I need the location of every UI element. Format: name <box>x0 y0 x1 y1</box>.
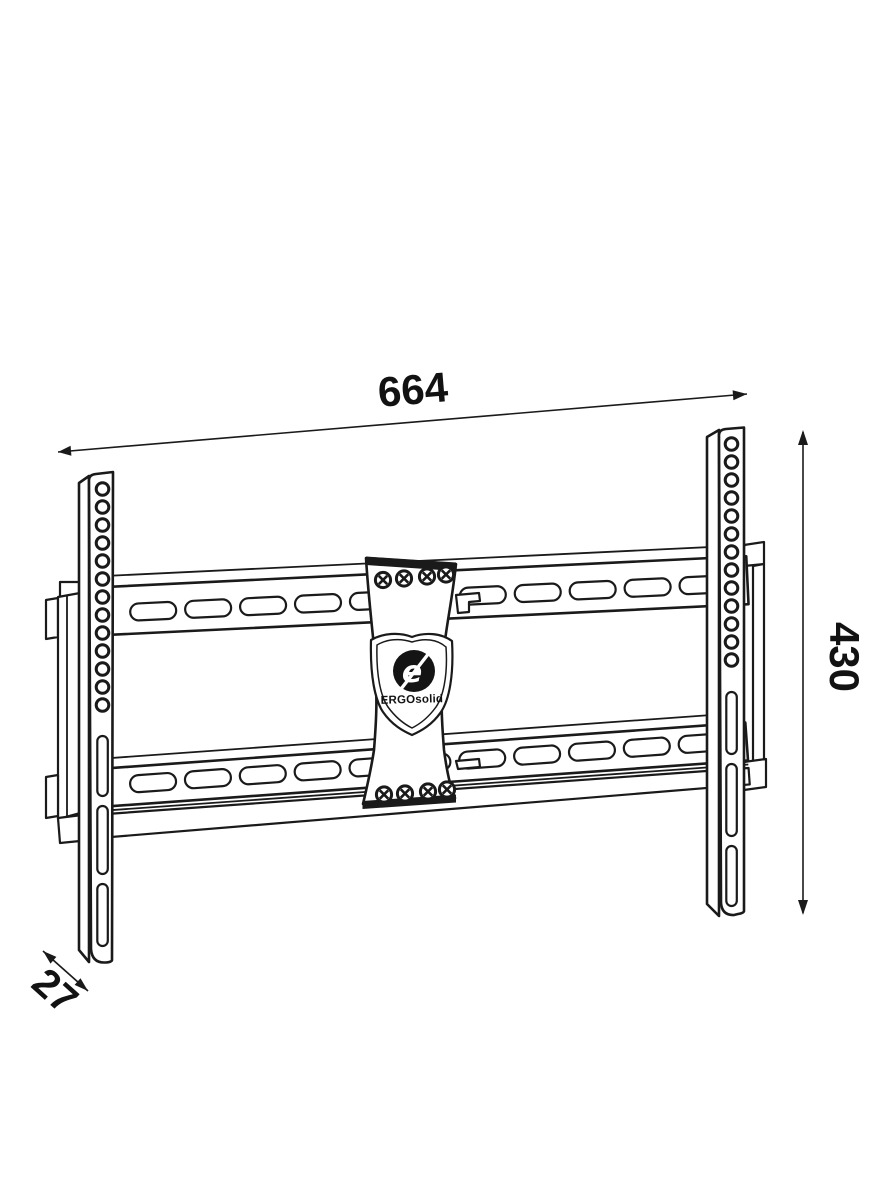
mount-hole <box>723 652 740 668</box>
arrow-down-icon <box>798 900 808 915</box>
rail-slot <box>622 735 672 759</box>
rail-slot <box>567 739 617 763</box>
rail-slot <box>293 759 343 783</box>
end-cap-bottom-hook <box>44 773 60 820</box>
logo-shield: e ERGOsolid <box>369 632 454 737</box>
depth-label: 27 <box>23 960 86 1022</box>
rail-slot <box>623 576 673 599</box>
mount-hole <box>723 454 740 470</box>
mount-hole <box>723 616 740 632</box>
right-bracket <box>705 426 746 918</box>
mount-hole <box>723 526 740 542</box>
mount-hole <box>94 607 111 623</box>
mount-hole <box>94 535 111 551</box>
screw-icon <box>418 782 438 801</box>
mount-hole <box>94 679 111 695</box>
screw-icon <box>395 784 415 803</box>
mount-hole <box>94 553 111 569</box>
rail-slot <box>568 579 618 601</box>
vesa-slot <box>96 734 109 798</box>
arrow-left-icon <box>58 445 72 456</box>
rail-slot <box>238 595 288 617</box>
mount-hole <box>723 562 740 578</box>
arrow-down-right-icon <box>74 978 88 991</box>
rail-slot <box>238 763 288 786</box>
vesa-slot <box>725 844 738 908</box>
rail-slot <box>512 743 562 767</box>
rail-slot <box>183 767 233 790</box>
dimension-depth: 27 <box>23 950 89 1023</box>
mount-hole <box>723 580 740 596</box>
screw-icon <box>436 565 456 584</box>
width-dim-line <box>57 393 748 453</box>
logo-slash-icon <box>399 651 431 691</box>
brand-name: ERGOsolid <box>381 693 444 707</box>
width-label: 664 <box>376 363 450 416</box>
right-bracket-side-face <box>705 428 721 918</box>
mount-hole <box>94 589 111 605</box>
mount-hole <box>94 625 111 641</box>
screw-icon <box>437 780 457 799</box>
vesa-slot <box>725 690 738 756</box>
rail-hook-top <box>454 591 482 615</box>
mount-hole <box>94 571 111 587</box>
center-plate-top-bar <box>366 556 456 571</box>
mount-hole <box>94 697 111 713</box>
rail-hook-bottom <box>454 757 482 771</box>
rail-slot <box>128 771 178 794</box>
right-bracket-slots <box>725 690 738 908</box>
shield-inner <box>376 638 448 729</box>
mount-hole <box>723 544 740 560</box>
vesa-slot <box>725 762 738 838</box>
left-bracket-side-face <box>77 474 91 964</box>
left-bracket-slots <box>96 734 109 948</box>
mount-hole <box>94 517 111 533</box>
rail-slot <box>183 597 233 620</box>
height-label: 430 <box>821 622 868 692</box>
mount-hole <box>94 643 111 659</box>
mount-hole <box>723 508 740 524</box>
mount-hole <box>723 436 740 452</box>
mount-hole <box>723 472 740 488</box>
mount-hole <box>723 598 740 614</box>
end-cap-top-hook <box>44 596 60 641</box>
mount-hole <box>94 499 111 515</box>
screw-icon <box>373 570 393 590</box>
dimension-height: 430 <box>798 430 868 915</box>
mount-hole <box>94 661 111 677</box>
mount-hole <box>723 634 740 650</box>
screw-icon <box>417 567 437 586</box>
end-cap-strip <box>56 591 82 821</box>
rail-slot <box>293 592 343 615</box>
screw-icon <box>374 785 394 804</box>
rail-slot <box>513 582 563 604</box>
end-strip <box>751 562 766 764</box>
rail-slot <box>128 600 178 622</box>
center-plate: e ERGOsolid <box>361 556 458 809</box>
dimension-width: 664 <box>57 363 748 456</box>
mount-hole <box>94 481 111 497</box>
arrow-right-icon <box>732 390 747 401</box>
arrow-up-left-icon <box>43 951 57 964</box>
vesa-slot <box>96 882 109 948</box>
arrow-up-icon <box>798 430 808 445</box>
vesa-slot <box>96 804 109 876</box>
left-bracket <box>77 470 115 964</box>
screw-icon <box>394 569 414 588</box>
mount-hole <box>723 490 740 506</box>
